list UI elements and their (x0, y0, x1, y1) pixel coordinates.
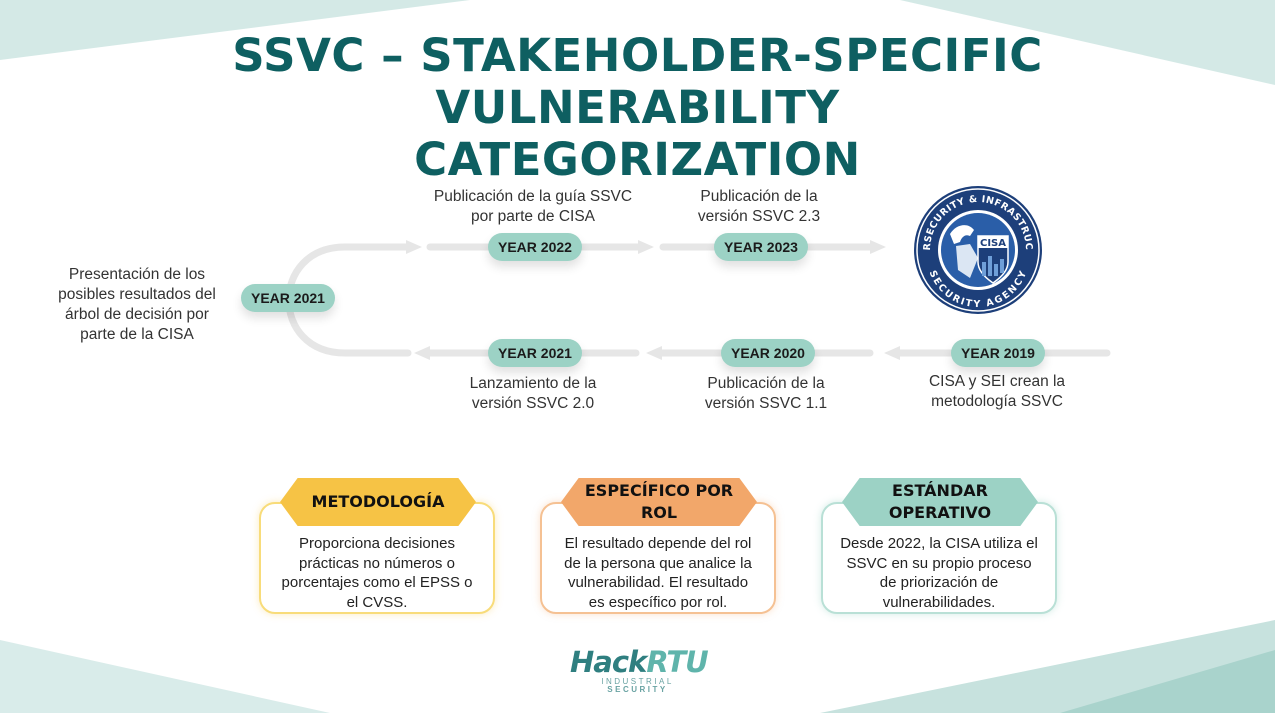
brand-name: HackRTU (570, 645, 709, 679)
year-2021-turn-pill: YEAR 2021 (241, 284, 335, 312)
title-line-1: SSVC – STAKEHOLDER-SPECIFIC VULNERABILIT… (232, 29, 1043, 134)
cisa-logo: CYBERSECURITY & INFRASTRUCTURE SECURITY … (907, 176, 1044, 316)
card-especifico-heading: ESPECÍFICO POR ROL (561, 478, 757, 526)
hackrtu-logo: HackRTU INDUSTRIAL SECURITY (570, 645, 709, 694)
arrowhead-bottom-1 (884, 346, 900, 360)
arrowhead-bottom-3 (414, 346, 430, 360)
logo-badge: CISA (980, 238, 1006, 249)
card-especifico-text: El resultado depende del rol de la perso… (564, 535, 752, 611)
year-2023-pill: YEAR 2023 (714, 233, 808, 261)
page-title: SSVC – STAKEHOLDER-SPECIFIC VULNERABILIT… (40, 30, 1235, 186)
card-metodologia-heading: METODOLOGÍA (280, 478, 476, 526)
arrowhead-top-2 (870, 240, 886, 254)
year-2021-pill: YEAR 2021 (488, 339, 582, 367)
event-2023-description: Publicación de la versión SSVC 2.3 (697, 188, 821, 225)
event-2022-description: Publicación de la guía SSVC por parte de… (433, 188, 633, 225)
year-2022-pill: YEAR 2022 (488, 233, 582, 261)
year-2019-pill: YEAR 2019 (951, 339, 1045, 367)
title-line-2: CATEGORIZATION (414, 133, 861, 186)
card-estandar-text: Desde 2022, la CISA utiliza el SSVC en s… (840, 535, 1038, 611)
event-2020-description: Publicación de la versión SSVC 1.1 (704, 375, 828, 412)
card-estandar-heading: ESTÁNDAR OPERATIVO (842, 478, 1038, 526)
brand-tagline: INDUSTRIAL SECURITY (601, 677, 674, 694)
arrowhead-top-curve (406, 240, 422, 254)
arrowhead-top-1 (638, 240, 654, 254)
arrowhead-bottom-2 (646, 346, 662, 360)
card-metodologia-text: Proporciona decisiones prácticas no núme… (281, 535, 473, 611)
event-2021-description: Lanzamiento de la versión SSVC 2.0 (469, 375, 597, 412)
event-2021-tree-description: Presentación de los posibles resultados … (58, 266, 216, 343)
year-2020-pill: YEAR 2020 (721, 339, 815, 367)
cisa-seal-icon: CYBERSECURITY & INFRASTRUCTURE SECURITY … (907, 176, 1042, 314)
event-2019-description: CISA y SEI crean la metodología SSVC (928, 373, 1066, 410)
